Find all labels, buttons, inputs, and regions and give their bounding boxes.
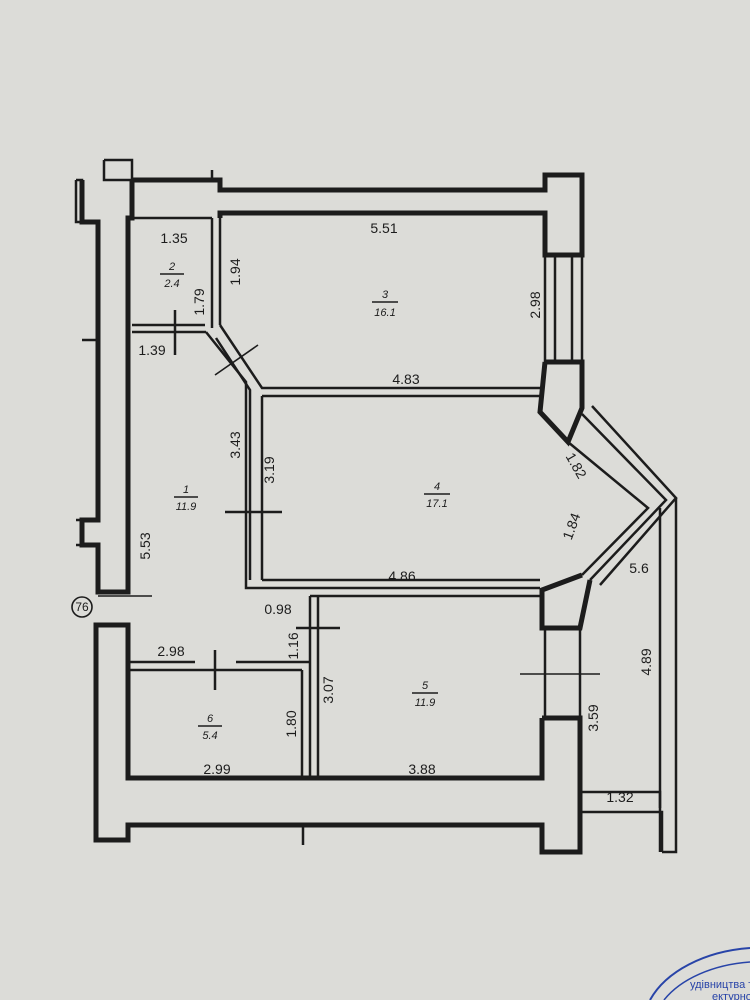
stamp-text-line1: удівництва та [690, 979, 750, 991]
room-label-4: 4 17.1 [424, 481, 450, 510]
room-label-2: 2 2.4 [160, 261, 184, 290]
room-area: 11.9 [415, 697, 436, 709]
room-label-6: 6 5.4 [198, 713, 222, 742]
dimension-label: 0.98 [264, 601, 291, 617]
room-number: 6 [207, 713, 214, 725]
interior-walls [98, 216, 600, 778]
dimension-label: 5.53 [137, 532, 153, 559]
room-labels: 1 11.9 2 2.4 3 16.1 4 17.1 5 [160, 261, 450, 742]
room-number: 2 [168, 261, 175, 273]
dimension-label: 3.07 [320, 676, 336, 703]
room-area: 16.1 [374, 307, 395, 319]
dimension-label: 1.82 [563, 450, 591, 482]
room-number: 1 [183, 484, 189, 496]
room-area: 17.1 [426, 498, 447, 510]
room-label-1: 1 11.9 [174, 484, 198, 513]
dimension-label: 1.80 [283, 710, 299, 737]
dimension-label: 3.43 [227, 431, 243, 458]
dimension-label: 1.16 [285, 632, 301, 659]
room-area: 11.9 [176, 501, 197, 513]
dimension-label: 4.89 [638, 648, 654, 675]
dimension-label: 3.59 [585, 704, 601, 731]
dimension-label: 2.98 [157, 643, 184, 659]
dimension-label: 5.6 [629, 560, 649, 576]
stamp-text-line2: ектурно [712, 991, 750, 1000]
exterior-walls [74, 158, 678, 855]
dimension-label: 1.94 [227, 258, 243, 285]
room-number: 4 [434, 481, 440, 493]
dimension-label: 3.88 [408, 761, 435, 777]
room-area: 2.4 [163, 278, 179, 290]
room-number: 5 [422, 680, 429, 692]
unit-marker: 76 [71, 596, 93, 618]
dimension-label: 1.32 [606, 789, 633, 805]
dimension-label: 5.51 [370, 220, 397, 236]
stamp: удівництва та ектурно [649, 947, 750, 1000]
dimension-label: 2.99 [203, 761, 230, 777]
room-label-5: 5 11.9 [412, 680, 438, 709]
room-label-3: 3 16.1 [372, 289, 398, 319]
dimension-label: 1.84 [559, 511, 583, 542]
dimension-label: 2.98 [527, 291, 543, 318]
dimension-label: 3.19 [261, 456, 277, 483]
unit-marker-label: 76 [75, 600, 89, 614]
dimension-label: 4.86 [388, 568, 415, 584]
dimension-label: 1.79 [191, 288, 207, 315]
dimension-label: 1.35 [160, 230, 187, 246]
dimension-label: 4.83 [392, 371, 419, 387]
room-number: 3 [382, 289, 389, 301]
room-area: 5.4 [202, 730, 217, 742]
dimension-label: 1.39 [138, 342, 165, 358]
